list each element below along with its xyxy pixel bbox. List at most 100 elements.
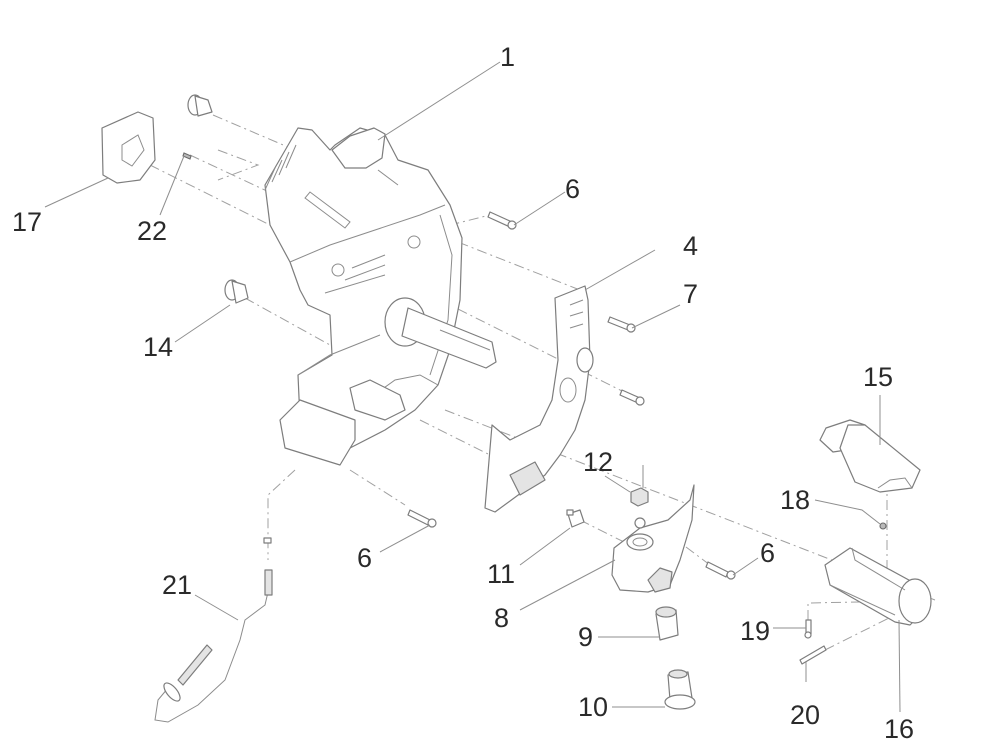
sleeve-body — [839, 424, 921, 493]
shaft-groove — [439, 329, 491, 351]
axis-line — [149, 164, 271, 226]
housing-top-cap — [331, 127, 386, 169]
bumper-hole — [121, 134, 145, 167]
housing-vent — [344, 264, 386, 281]
leader-8 — [519, 559, 616, 611]
callout-11: 11 — [487, 559, 516, 589]
pin-20-body — [799, 645, 827, 665]
part-10-plug — [664, 669, 696, 710]
callout-19: 19 — [740, 616, 771, 646]
grip-edge — [829, 584, 896, 616]
leader-12 — [604, 475, 631, 493]
leader-21 — [194, 594, 239, 621]
switch-button — [566, 509, 574, 516]
part-15-grip-sleeve — [819, 419, 921, 493]
callout-7: 7 — [683, 279, 699, 309]
callout-16: 16 — [884, 714, 915, 744]
lever-boss-hole — [632, 537, 648, 547]
screws — [407, 211, 736, 580]
pin-19-head — [804, 631, 812, 639]
bumper-body — [101, 111, 156, 184]
part-21-cable — [154, 537, 273, 723]
screw-head — [507, 220, 517, 230]
lever-boss — [626, 533, 654, 551]
plug-flange — [664, 694, 696, 710]
housing-ribs — [264, 144, 297, 191]
cable-top-clip — [263, 537, 272, 544]
part-20-pin — [799, 645, 827, 665]
housing-vent — [324, 274, 386, 294]
cable-washer — [163, 682, 181, 702]
axis-line — [217, 149, 260, 181]
callout-6-upper: 6 — [565, 174, 581, 204]
callout-21: 21 — [162, 570, 193, 600]
axis-line — [807, 601, 861, 620]
callout-20: 20 — [790, 700, 821, 730]
part-19-pin — [804, 619, 812, 639]
axis-line — [267, 469, 296, 560]
housing-lower-foot — [279, 399, 356, 466]
cable-spring-upper — [264, 569, 273, 596]
housing-upper — [264, 127, 463, 456]
housing-bottom-detail — [349, 379, 406, 421]
callout-17: 17 — [12, 207, 43, 237]
leader-17 — [44, 177, 109, 208]
leader-1 — [377, 61, 501, 141]
leader-6b — [379, 524, 431, 553]
part-12-nut — [630, 487, 649, 507]
lever-spring — [634, 517, 646, 529]
cable-wire — [154, 591, 269, 723]
housing-vent — [351, 254, 386, 269]
part-1-main-housing — [264, 127, 497, 466]
screw-head — [626, 323, 636, 333]
cover-tab — [509, 461, 546, 496]
housing-shaft — [401, 307, 497, 369]
leader-18 — [814, 499, 881, 525]
cover-slot — [569, 299, 584, 329]
housing-screw-hole — [331, 263, 345, 277]
bush-body — [194, 95, 213, 117]
part-9-bushing — [655, 606, 679, 641]
axis-line — [349, 469, 406, 506]
callout-15: 15 — [863, 362, 894, 392]
part-4-handle-cover — [484, 285, 594, 513]
axis-line — [244, 297, 331, 346]
lever-trigger — [647, 567, 673, 593]
axis-line — [419, 419, 521, 471]
bush-body — [231, 280, 249, 304]
callout-12: 12 — [583, 447, 614, 477]
leader-7 — [631, 304, 681, 329]
leader-16 — [898, 619, 901, 713]
screw-18-head — [879, 522, 887, 530]
housing-edge — [297, 334, 381, 376]
leader-22 — [159, 155, 185, 216]
cover-ring — [576, 347, 594, 373]
screw-head — [635, 396, 645, 406]
screw-6-lower-right — [705, 561, 729, 578]
part-17-bumper — [101, 111, 156, 184]
part-8-lever-housing — [611, 484, 695, 593]
leader-4 — [584, 249, 656, 291]
bushing-top — [655, 606, 677, 618]
cover-ring-inner — [559, 377, 577, 403]
housing-edge — [289, 204, 446, 263]
axis-line — [439, 299, 631, 396]
leader-6a — [513, 191, 566, 226]
housing-slot-small — [377, 169, 399, 186]
screw-head — [726, 570, 736, 580]
axis-line — [824, 614, 896, 651]
part-18-screw — [879, 522, 887, 530]
plug-top — [668, 669, 688, 679]
part-11-switch — [566, 509, 585, 528]
housing-slot — [304, 191, 351, 229]
pin-body — [182, 152, 192, 160]
nut-body — [630, 487, 649, 507]
screw-6-lower-left — [407, 509, 431, 526]
callout-14: 14 — [143, 332, 174, 362]
leader-6c — [732, 557, 759, 576]
leader-14 — [174, 304, 231, 343]
bush-top — [187, 94, 213, 117]
part-14-bush — [224, 279, 249, 304]
cable-spring-lower — [177, 644, 213, 686]
